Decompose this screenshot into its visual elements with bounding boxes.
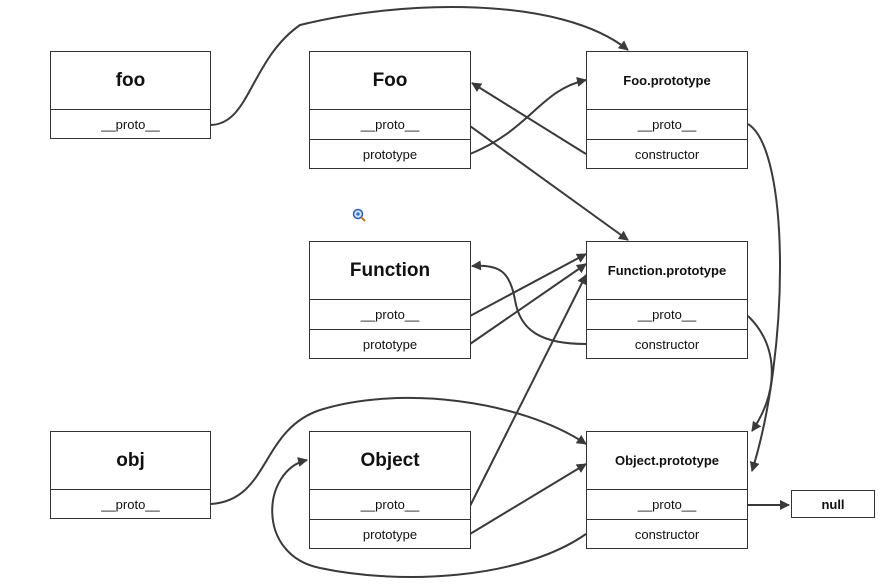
- node-Function-prototype-proto-row: __proto__: [587, 300, 747, 330]
- node-obj-proto-row: __proto__: [101, 497, 160, 512]
- node-Object-prototype-title: Object.prototype: [587, 432, 747, 490]
- node-Foo-proto-row: __proto__: [310, 110, 470, 140]
- node-Function-prototype-row: prototype: [362, 337, 418, 352]
- node-Object-prototype-constructor-row: constructor: [634, 527, 700, 542]
- node-Object-prototype: Object.prototype __proto__ constructor: [586, 431, 748, 549]
- edge-foo-prototype-to-foo-prototype: [469, 77, 587, 155]
- node-Foo-prototype: Foo.prototype __proto__ constructor: [586, 51, 748, 169]
- node-Foo-prototype-proto-row: __proto__: [587, 110, 747, 140]
- node-Foo-prototype-constructor-row: constructor: [634, 147, 700, 162]
- node-Function-proto-row: __proto__: [310, 300, 470, 330]
- node-Foo-title: Foo: [310, 52, 470, 110]
- node-Function: Function __proto__ prototype: [309, 241, 471, 359]
- edge-foo-prototype-proto-to-object-prototype: [747, 123, 781, 472]
- edge-function-prototype-proto-to-object-prototype: [747, 315, 773, 432]
- edge-obj-proto-to-object-prototype: [210, 396, 587, 505]
- edge-function-prototype-to-function-prototype: [469, 263, 587, 345]
- node-Foo-prototype-title: Foo.prototype: [587, 52, 747, 110]
- node-Object: Object __proto__ prototype: [309, 431, 471, 549]
- node-Object-prototype-proto-row: __proto__: [587, 490, 747, 520]
- node-Object-title: Object: [310, 432, 470, 490]
- node-foo-proto-row: __proto__: [101, 117, 160, 132]
- node-obj-title: obj: [51, 432, 210, 490]
- edge-foo-proto-to-function-prototype: [469, 125, 629, 241]
- edge-object-prototype-to-object-prototype: [469, 463, 587, 535]
- node-null: null: [791, 490, 875, 518]
- edge-object-prototype-constructor-to-object: [271, 457, 587, 578]
- node-Function-prototype: Function.prototype __proto__ constructor: [586, 241, 748, 359]
- node-foo-title: foo: [51, 52, 210, 110]
- edge-function-proto-to-function-prototype: [469, 253, 587, 317]
- edge-foo-proto-to-foo-prototype: [209, 6, 629, 126]
- edge-foo-prototype-constructor-to-foo: [471, 82, 587, 155]
- node-Foo-prototype-row: prototype: [362, 147, 418, 162]
- node-Function-prototype-constructor-row: constructor: [634, 337, 700, 352]
- node-foo: foo __proto__: [50, 51, 211, 139]
- node-Object-prototype-row: prototype: [362, 527, 418, 542]
- node-obj: obj __proto__: [50, 431, 211, 519]
- node-Function-prototype-title: Function.prototype: [587, 242, 747, 300]
- edge-object-proto-to-function-prototype: [469, 274, 587, 507]
- node-Function-title: Function: [310, 242, 470, 300]
- node-Foo: Foo __proto__ prototype: [309, 51, 471, 169]
- node-Object-proto-row: __proto__: [310, 490, 470, 520]
- zoom-in-icon[interactable]: [352, 208, 366, 222]
